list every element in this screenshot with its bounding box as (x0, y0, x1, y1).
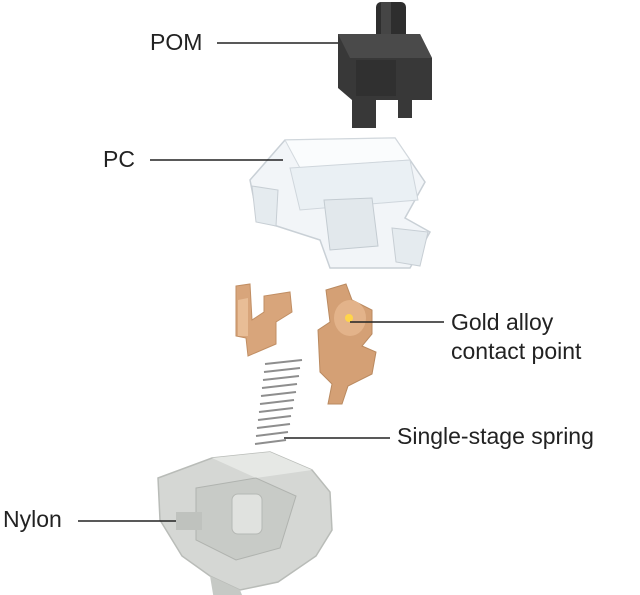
contact-label-line2: contact point (451, 338, 582, 364)
spring-type-label: Single-stage spring (397, 423, 594, 449)
bottom-housing-material-label: Nylon (3, 506, 62, 532)
bottom-housing-part (157, 451, 333, 595)
stem-material-label: POM (150, 29, 203, 55)
stem-part (338, 2, 432, 128)
contact-label-line1: Gold alloy (451, 309, 554, 335)
top-housing-material-label: PC (103, 146, 135, 172)
top-housing-part (249, 137, 432, 269)
spring-part (254, 359, 303, 445)
leaf-right-part (317, 283, 377, 405)
leaf-left-part (235, 283, 293, 357)
contact-material-label: Gold alloy contact point (451, 308, 581, 366)
